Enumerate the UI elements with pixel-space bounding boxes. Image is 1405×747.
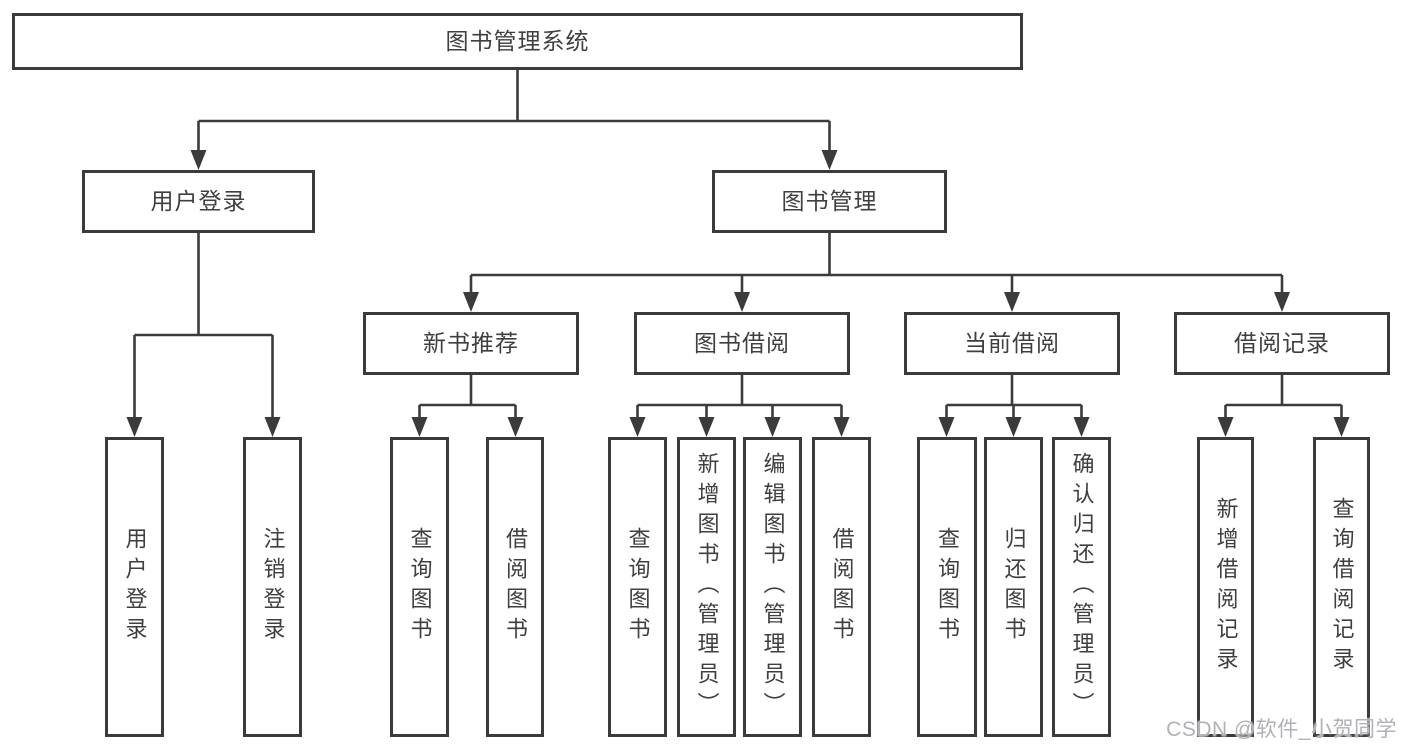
node-label: 图书管理: [781, 188, 878, 214]
node-query-books-recommend: 查询图书: [390, 437, 449, 737]
node-book-borrowing: 图书借阅: [634, 312, 850, 375]
node-user-login: 用户登录: [82, 170, 315, 233]
node-label: 借阅图书: [503, 527, 528, 647]
connector-lines-root: [197, 69, 831, 151]
node-query-borrow-record: 查询借阅记录: [1313, 437, 1370, 737]
connector-arrowheads-user-login: [126, 417, 281, 437]
node-current-borrowing: 当前借阅: [904, 312, 1120, 375]
node-label: 编辑图书（管理员）: [760, 452, 786, 722]
node-borrow-books-recommend: 借阅图书: [486, 437, 544, 737]
node-label: 图书借阅: [694, 330, 790, 356]
connector-arrowheads-book-management: [463, 292, 1290, 312]
node-label: 确认归还（管理员）: [1069, 452, 1095, 722]
connector-arrowheads-new-book: [411, 417, 524, 437]
connector-arrowheads-borrow-records: [1217, 417, 1350, 437]
node-query-books-current: 查询图书: [917, 437, 977, 737]
node-borrowing-records: 借阅记录: [1174, 312, 1390, 375]
node-book-management: 图书管理: [712, 170, 947, 233]
node-label: 查询图书: [935, 527, 960, 647]
node-add-books-admin: 新增图书（管理员）: [677, 437, 736, 737]
node-label: 用户登录: [150, 188, 247, 214]
node-label: 新增图书（管理员）: [694, 452, 720, 722]
connector-arrowheads-book-borrowing: [629, 417, 850, 437]
connector-arrowheads-current-borrowing: [938, 417, 1090, 437]
node-logout-action: 注销登录: [243, 437, 302, 737]
node-edit-books-admin: 编辑图书（管理员）: [743, 437, 802, 737]
node-new-book-recommendation: 新书推荐: [363, 312, 579, 375]
node-label: 查询借阅记录: [1329, 497, 1355, 677]
node-label: 新书推荐: [423, 330, 519, 356]
node-borrow-books-action: 借阅图书: [812, 437, 871, 737]
connector-lines-current-borrowing: [945, 375, 1083, 418]
connector-lines-book-management: [469, 233, 1284, 293]
connector-lines-new-book: [418, 375, 517, 418]
node-label: 借阅图书: [829, 527, 855, 647]
node-query-books-borrow: 查询图书: [608, 437, 667, 737]
node-label: 用户登录: [122, 527, 148, 647]
connector-lines-user-login: [133, 233, 274, 418]
node-label: 查询图书: [625, 527, 651, 647]
connector-arrowheads-root: [190, 150, 838, 170]
node-return-books: 归还图书: [984, 437, 1043, 737]
node-label: 新增借阅记录: [1213, 497, 1239, 677]
node-add-borrow-record: 新增借阅记录: [1197, 437, 1254, 737]
node-label: 借阅记录: [1234, 330, 1330, 356]
node-confirm-return-admin: 确认归还（管理员）: [1052, 437, 1111, 737]
node-label: 当前借阅: [964, 330, 1060, 356]
node-library-system: 图书管理系统: [12, 13, 1023, 70]
node-label: 查询图书: [407, 527, 433, 647]
node-label: 图书管理系统: [445, 28, 590, 54]
connector-lines-book-borrowing: [636, 375, 843, 418]
node-user-login-action: 用户登录: [105, 437, 164, 737]
node-label: 归还图书: [1001, 527, 1027, 647]
connector-lines-borrow-records: [1224, 375, 1343, 418]
node-label: 注销登录: [260, 527, 286, 647]
csdn-watermark: CSDN @软件_小贺同学: [1166, 718, 1397, 741]
